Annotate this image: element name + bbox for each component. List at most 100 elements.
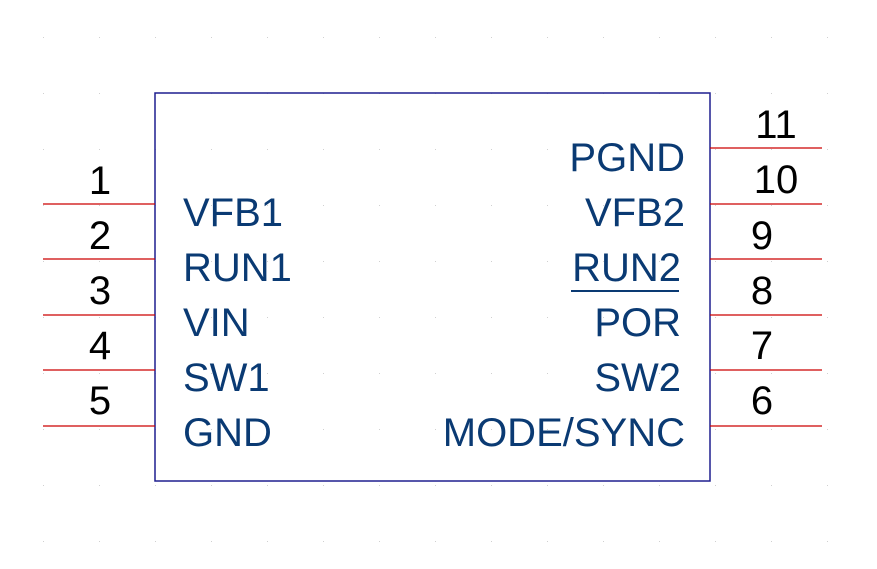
right-pin-7: 7 SW2 bbox=[594, 324, 822, 400]
grid-dot bbox=[155, 485, 156, 486]
grid-dot bbox=[547, 373, 548, 374]
grid-dot bbox=[659, 429, 660, 430]
left-pin-1: 1 VFB1 bbox=[43, 159, 283, 235]
pin-number: 5 bbox=[89, 379, 111, 423]
grid-dot bbox=[323, 429, 324, 430]
grid-dot bbox=[323, 485, 324, 486]
grid-dot bbox=[827, 37, 828, 38]
grid-dot bbox=[379, 317, 380, 318]
grid-dot bbox=[267, 149, 268, 150]
grid-dot bbox=[603, 485, 604, 486]
grid-dot bbox=[435, 317, 436, 318]
grid-dot bbox=[379, 429, 380, 430]
grid-dot bbox=[547, 149, 548, 150]
grid-dot bbox=[827, 205, 828, 206]
grid-dot bbox=[43, 317, 44, 318]
grid-dot bbox=[267, 37, 268, 38]
grid-dot bbox=[155, 37, 156, 38]
grid-dot bbox=[435, 373, 436, 374]
grid-dot bbox=[99, 93, 100, 94]
grid-dot bbox=[547, 261, 548, 262]
grid-dot bbox=[547, 205, 548, 206]
grid-dot bbox=[379, 149, 380, 150]
grid-dot bbox=[491, 261, 492, 262]
grid-dot bbox=[379, 261, 380, 262]
grid-dot bbox=[771, 485, 772, 486]
grid-dot bbox=[43, 261, 44, 262]
grid-dot bbox=[99, 429, 100, 430]
grid-dot bbox=[715, 205, 716, 206]
grid-dot bbox=[491, 373, 492, 374]
grid-dot bbox=[99, 373, 100, 374]
grid-dot bbox=[659, 261, 660, 262]
pin-name: VFB2 bbox=[585, 191, 685, 235]
grid-dot bbox=[715, 317, 716, 318]
grid-dot bbox=[603, 149, 604, 150]
grid-dot bbox=[771, 149, 772, 150]
grid-dot bbox=[827, 541, 828, 542]
grid-dot bbox=[491, 541, 492, 542]
grid-dot bbox=[43, 485, 44, 486]
grid-dot bbox=[771, 373, 772, 374]
right-pin-9: 9 RUN2 bbox=[572, 214, 822, 290]
grid-dot bbox=[323, 541, 324, 542]
grid-dot bbox=[547, 429, 548, 430]
pin-number: 2 bbox=[89, 214, 111, 258]
grid-dot bbox=[827, 261, 828, 262]
grid-dot bbox=[715, 373, 716, 374]
grid-dot bbox=[491, 205, 492, 206]
grid-dot bbox=[771, 205, 772, 206]
grid-dot bbox=[827, 317, 828, 318]
grid-dot bbox=[659, 37, 660, 38]
pin-number: 10 bbox=[754, 158, 799, 202]
grid-dot bbox=[603, 317, 604, 318]
grid-dot bbox=[715, 429, 716, 430]
left-pin-5: 5 GND bbox=[43, 379, 272, 455]
pin-number: 11 bbox=[755, 103, 797, 147]
grid-dot bbox=[211, 485, 212, 486]
pin-name: PGND bbox=[569, 136, 685, 180]
pin-number: 3 bbox=[89, 269, 111, 313]
grid-dot bbox=[491, 149, 492, 150]
grid-dot bbox=[659, 541, 660, 542]
grid-dot bbox=[379, 373, 380, 374]
grid-dot bbox=[99, 261, 100, 262]
grid-dot bbox=[211, 373, 212, 374]
grid-dot bbox=[827, 429, 828, 430]
grid-dot bbox=[43, 429, 44, 430]
grid-dot bbox=[827, 93, 828, 94]
grid-dot bbox=[715, 37, 716, 38]
grid-dot bbox=[99, 485, 100, 486]
grid-dot bbox=[379, 541, 380, 542]
grid-dot bbox=[771, 317, 772, 318]
grid-dot bbox=[267, 485, 268, 486]
grid-dot bbox=[267, 429, 268, 430]
grid-dot bbox=[771, 93, 772, 94]
grid-dot bbox=[435, 205, 436, 206]
grid-dot bbox=[491, 37, 492, 38]
pin-number: 6 bbox=[751, 379, 773, 423]
right-pin-10: 10 VFB2 bbox=[585, 158, 822, 235]
grid-dot bbox=[323, 149, 324, 150]
grid-dot bbox=[603, 373, 604, 374]
grid-dot bbox=[715, 93, 716, 94]
grid-dot bbox=[211, 429, 212, 430]
left-pin-2: 2 RUN1 bbox=[43, 214, 292, 290]
grid-dot bbox=[491, 485, 492, 486]
grid-dot bbox=[267, 541, 268, 542]
pin-number: 9 bbox=[751, 214, 773, 258]
right-pin-11: 11 PGND bbox=[569, 103, 822, 180]
grid-dot bbox=[603, 37, 604, 38]
grid-dot bbox=[659, 373, 660, 374]
grid-dot bbox=[715, 149, 716, 150]
grid-dot bbox=[379, 37, 380, 38]
grid-dot bbox=[603, 205, 604, 206]
right-pin-6: 6 MODE/SYNC bbox=[443, 379, 822, 455]
pin-name: GND bbox=[183, 411, 272, 455]
grid-dot bbox=[99, 37, 100, 38]
grid-dot bbox=[211, 261, 212, 262]
grid-dot bbox=[323, 37, 324, 38]
grid-dot bbox=[435, 541, 436, 542]
